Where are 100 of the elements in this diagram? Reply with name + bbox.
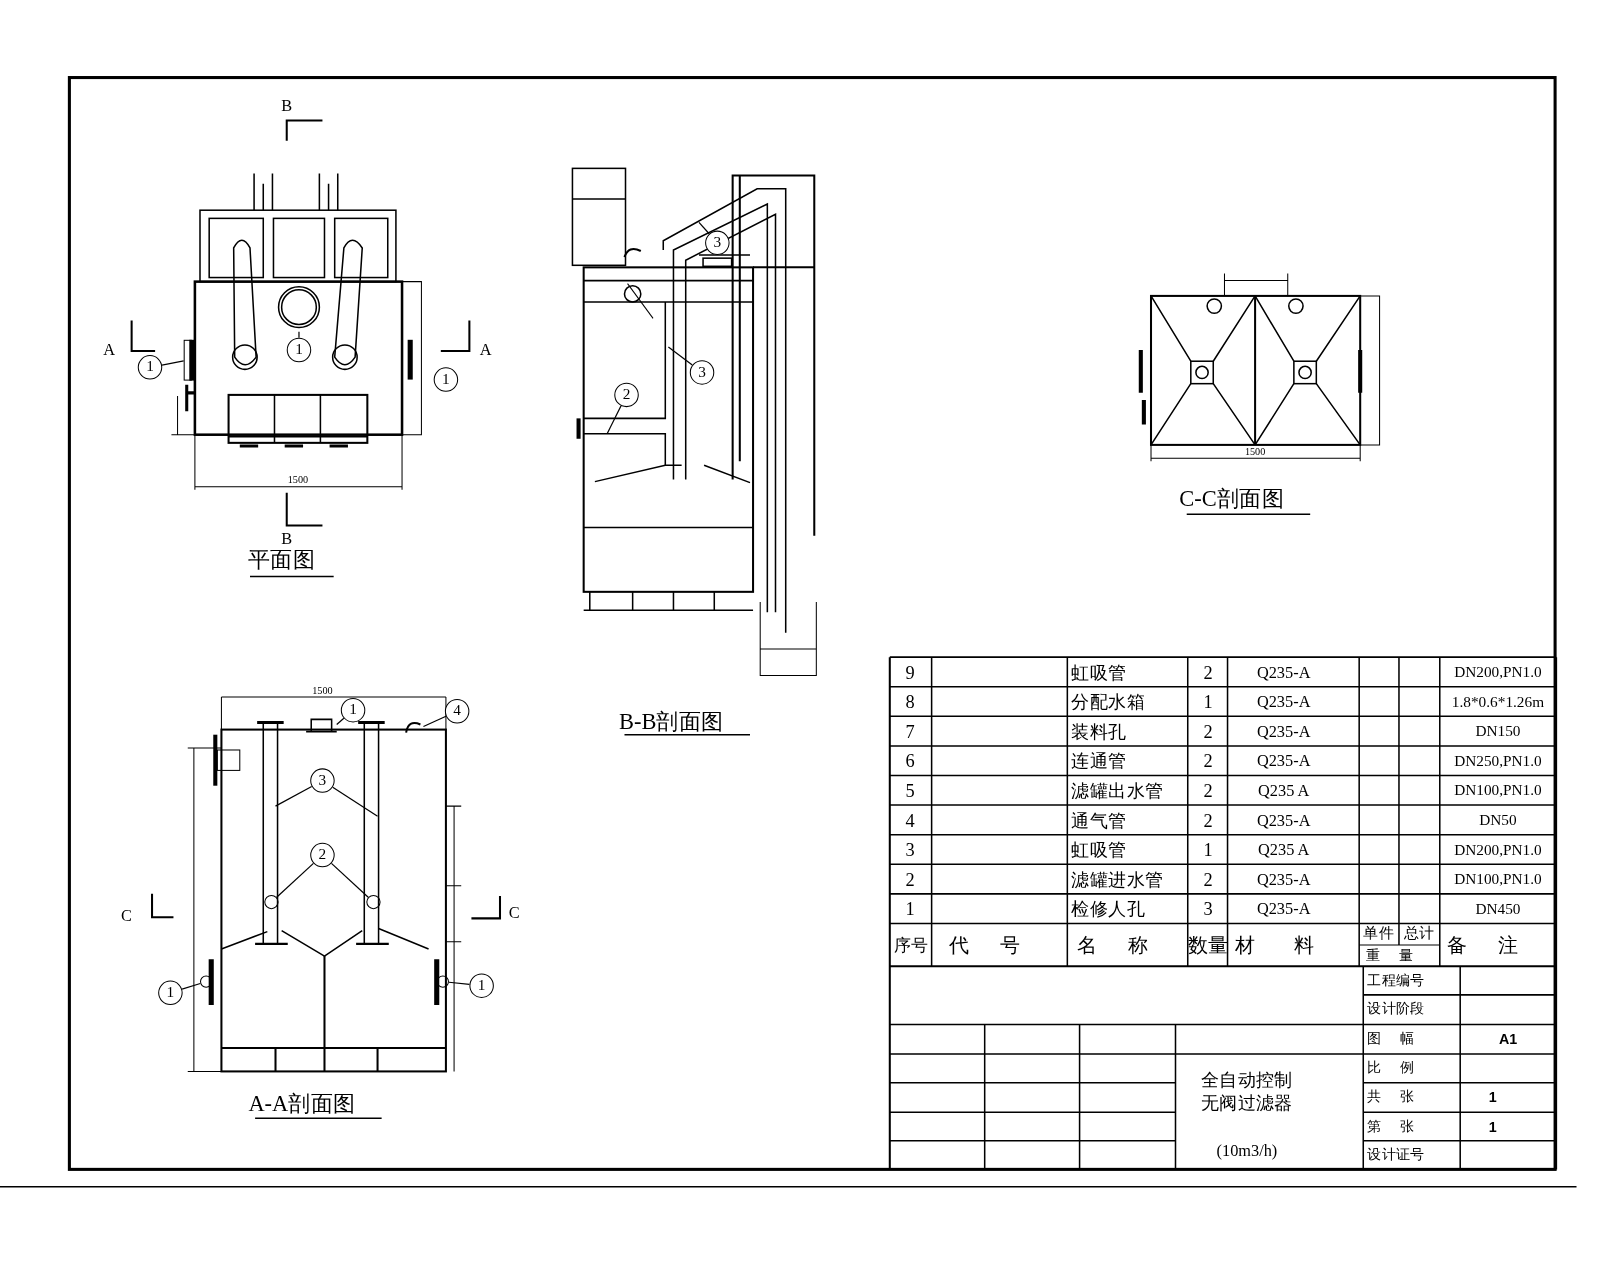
dimension-text: 1500 <box>312 685 333 696</box>
table-text: 2 <box>1203 722 1213 741</box>
table-text: 4 <box>905 811 915 830</box>
leader-line <box>181 982 201 990</box>
table-text: DN50 <box>1479 812 1517 829</box>
table-text: 2 <box>1203 870 1213 889</box>
table-text: 3 <box>905 840 915 860</box>
table-text: 共张 <box>1367 1089 1433 1105</box>
table-text: Q235-A <box>1256 753 1311 770</box>
section-letter: C <box>121 908 132 925</box>
leader-line <box>667 346 693 366</box>
table-text: 连通管 <box>1071 752 1127 771</box>
view-title: A-A剖面图 <box>248 1092 356 1116</box>
table-text: DN250,PN1.0 <box>1454 753 1542 769</box>
drawing-title: 全自动控制无阀过滤器 <box>1200 1069 1294 1114</box>
section-letter: B <box>281 530 293 547</box>
table-text: 分配水箱 <box>1071 692 1145 712</box>
table-text: 单件 <box>1363 926 1394 942</box>
table-text: Q235-A <box>1256 723 1311 740</box>
callout-number: 2 <box>310 842 335 868</box>
table-text: 2 <box>905 870 915 889</box>
callout-number: 3 <box>310 768 335 793</box>
table-text: 检修人孔 <box>1071 900 1145 919</box>
callout-number: 3 <box>689 360 715 385</box>
table-text: Q235-A <box>1256 693 1311 711</box>
leader-line <box>161 360 185 366</box>
table-text: 7 <box>905 722 915 741</box>
leader-line <box>276 862 315 898</box>
table-text: 5 <box>905 781 915 800</box>
leader-line <box>448 981 471 986</box>
table-text: 1 <box>1488 1119 1497 1134</box>
callout-number: 3 <box>705 230 730 256</box>
callout-number: 1 <box>469 973 494 998</box>
view-title: 平面图 <box>247 549 316 572</box>
table-text: (10m3/h) <box>1216 1142 1278 1160</box>
table-text: 2 <box>1203 752 1213 771</box>
table-text: Q235-A <box>1256 812 1311 829</box>
table-text: 第张 <box>1367 1119 1433 1134</box>
callout-number: 2 <box>614 382 639 408</box>
callout-number: 4 <box>444 698 470 724</box>
leader-line <box>330 862 369 898</box>
table-text: 滤罐出水管 <box>1071 781 1164 800</box>
section-letter: C <box>508 905 520 922</box>
table-text: DN150 <box>1475 723 1521 740</box>
table-text: 序号 <box>893 936 929 954</box>
callout-number: 1 <box>286 337 312 363</box>
table-text: 备注 <box>1446 934 1549 956</box>
table-text: DN100,PN1.0 <box>1454 783 1542 799</box>
table-text: 比例 <box>1367 1061 1433 1076</box>
table-text: 8 <box>905 692 915 712</box>
table-text: 工程编号 <box>1367 973 1425 988</box>
view-title: C-C剖面图 <box>1179 487 1284 511</box>
callout-number: 1 <box>158 980 183 1006</box>
table-text: 图幅 <box>1367 1031 1433 1046</box>
table-text: 代号 <box>948 934 1051 956</box>
table-text: 1 <box>1203 840 1213 860</box>
table-text: 1 <box>905 900 915 919</box>
callout-number: 1 <box>137 355 163 380</box>
table-text: 虹吸管 <box>1071 663 1127 682</box>
table-text: 2 <box>1203 781 1213 800</box>
table-text: Q235-A <box>1256 664 1311 681</box>
table-text: 通气管 <box>1071 811 1127 830</box>
table-text: Q235 A <box>1258 841 1310 859</box>
table-text: 设计阶段 <box>1367 1002 1425 1017</box>
table-text: 装料孔 <box>1071 722 1127 741</box>
table-text: 9 <box>905 663 915 682</box>
table-text: 总计 <box>1404 926 1435 942</box>
table-text: 名称 <box>1076 934 1179 956</box>
table-text: A1 <box>1499 1031 1518 1046</box>
leader-line <box>274 785 313 807</box>
section-letter: B <box>281 97 293 115</box>
table-text: Q235 A <box>1258 782 1310 799</box>
table-text: 设计证号 <box>1367 1147 1425 1163</box>
table-text: 1 <box>1488 1089 1497 1105</box>
leader-line <box>298 331 300 339</box>
dimension-text: 1500 <box>1244 446 1266 458</box>
table-text: 材料 <box>1234 934 1354 956</box>
callout-number: 1 <box>433 367 459 392</box>
table-text: 重量 <box>1366 948 1432 964</box>
leader-line <box>332 786 379 817</box>
table-text: 2 <box>1203 663 1213 682</box>
table-text: 虹吸管 <box>1071 840 1127 860</box>
table-text: 1.8*0.6*1.26m <box>1451 694 1545 710</box>
table-text: 2 <box>1203 811 1213 830</box>
leader-line <box>698 221 710 235</box>
table-text: Q235-A <box>1256 871 1311 888</box>
table-text: DN450 <box>1475 901 1521 917</box>
table-text: 数量 <box>1187 934 1229 956</box>
dimension-text: 1500 <box>287 474 309 485</box>
leader-line <box>422 715 447 728</box>
table-text: 滤罐进水管 <box>1071 870 1164 889</box>
table-text: DN100,PN1.0 <box>1454 871 1542 888</box>
section-letter: A <box>103 341 116 359</box>
leader-line <box>336 717 345 726</box>
section-letter: A <box>479 341 492 359</box>
view-title: B-B剖面图 <box>619 710 724 733</box>
table-text: 1 <box>1203 692 1213 712</box>
table-text: Q235-A <box>1256 901 1311 918</box>
table-text: DN200,PN1.0 <box>1454 842 1542 858</box>
table-text: 3 <box>1203 900 1213 919</box>
